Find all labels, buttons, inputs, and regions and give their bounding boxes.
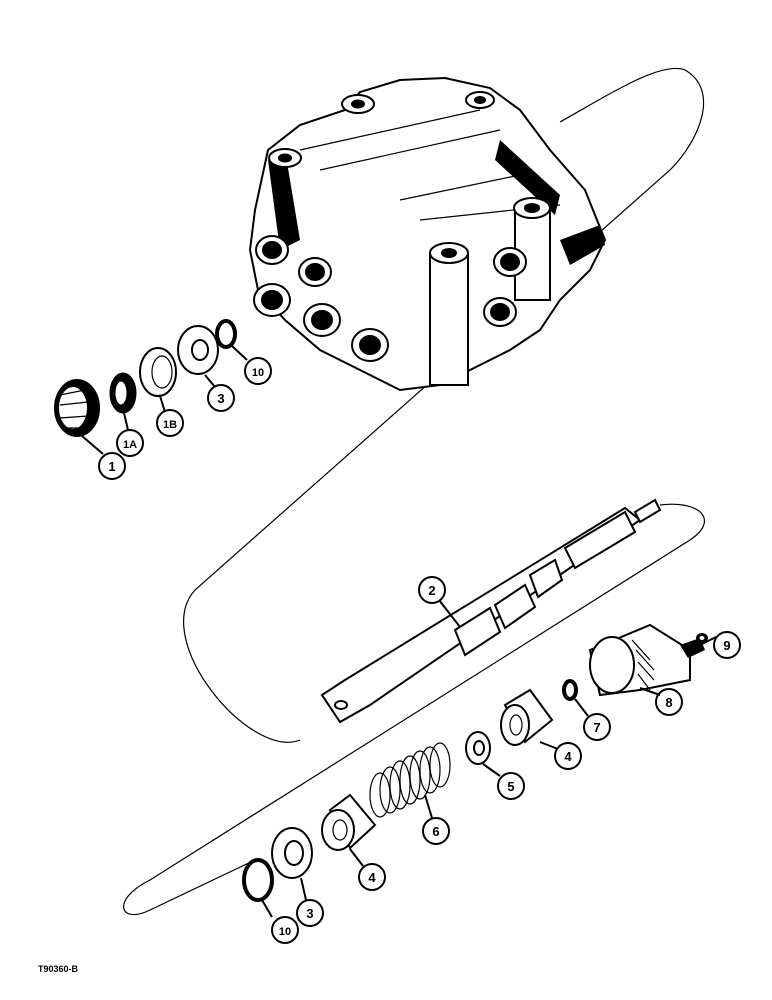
- svg-text:1: 1: [108, 459, 115, 474]
- part-8-housing: [588, 623, 705, 697]
- part-7-clip: [562, 679, 578, 701]
- callout-5: 5: [497, 772, 525, 800]
- callout-6: 6: [422, 817, 450, 845]
- svg-text:1A: 1A: [123, 439, 137, 451]
- callout-4-upper: 4: [554, 742, 582, 770]
- callout-1b: 1B: [156, 409, 184, 437]
- figure-code: T90360-B: [38, 964, 79, 974]
- part-4-seat-lower: [321, 793, 377, 851]
- callout-10-lower: 10: [271, 916, 299, 944]
- part-1b-bushing: [139, 347, 177, 397]
- callout-3-lower: 3: [296, 899, 324, 927]
- svg-text:10: 10: [279, 926, 291, 938]
- svg-text:4: 4: [564, 749, 572, 764]
- svg-text:6: 6: [432, 824, 439, 839]
- svg-text:1B: 1B: [163, 419, 177, 431]
- part-3-washer-lower: [271, 827, 313, 879]
- part-6-spring: [369, 742, 451, 818]
- svg-text:3: 3: [217, 391, 224, 406]
- upper-outline-loop: [183, 67, 704, 743]
- part-2-spool: [320, 498, 662, 724]
- svg-text:9: 9: [723, 638, 730, 653]
- svg-text:3: 3: [306, 906, 313, 921]
- valve-body: [248, 76, 607, 392]
- callout-1: 1: [98, 452, 126, 480]
- callout-8: 8: [655, 688, 683, 716]
- lower-outline-loop: [123, 503, 705, 916]
- callout-2: 2: [418, 576, 446, 604]
- leader-lines: [81, 345, 717, 918]
- svg-text:7: 7: [593, 720, 600, 735]
- svg-text:5: 5: [507, 779, 514, 794]
- callout-1a: 1A: [116, 429, 144, 457]
- part-5-washer: [465, 731, 491, 765]
- part-1-cap: [54, 379, 100, 437]
- callout-3-upper: 3: [207, 384, 235, 412]
- svg-text:10: 10: [252, 367, 264, 379]
- part-9-screw: [696, 633, 708, 643]
- part-4-seat-upper: [500, 688, 554, 746]
- part-10-oring-upper: [215, 319, 237, 349]
- svg-text:8: 8: [665, 695, 672, 710]
- callout-4-lower: 4: [358, 863, 386, 891]
- callout-10-upper: 10: [244, 357, 272, 385]
- part-1a-ring: [109, 372, 137, 414]
- callout-9: 9: [713, 631, 741, 659]
- svg-text:2: 2: [428, 583, 435, 598]
- part-10-oring-lower: [242, 858, 274, 902]
- svg-text:4: 4: [368, 870, 376, 885]
- callout-7: 7: [583, 713, 611, 741]
- part-3-washer-upper: [177, 325, 219, 375]
